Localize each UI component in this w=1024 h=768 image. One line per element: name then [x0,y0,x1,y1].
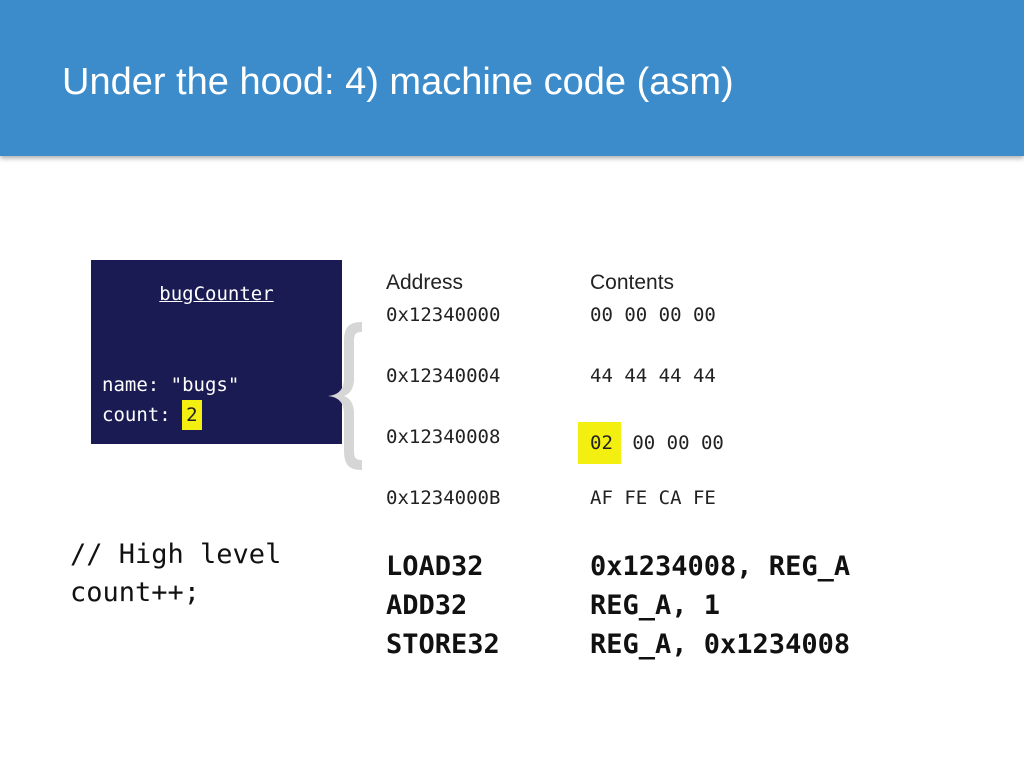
object-field-name: name: "bugs" [102,374,240,396]
count-label: count: [102,404,171,426]
high-level-code: count++; [70,577,201,608]
asm-opcode: LOAD32 [386,551,484,582]
memory-address: 0x12340004 [386,365,501,387]
memory-byte-highlight: 02 [578,422,621,464]
count-value-highlight: 2 [182,400,202,430]
asm-opcode: ADD32 [386,590,468,621]
object-field-count: count: 2 [102,400,202,430]
memory-address: 0x1234000B [386,487,501,509]
object-name: bugCounter [159,283,274,305]
memory-contents: AF FE CA FE [590,487,716,509]
memory-contents: 00 00 00 00 [590,304,716,326]
object-box-bugcounter: bugCounter name: "bugs" count: 2 [91,260,342,444]
memory-contents-rest: 00 00 00 [632,432,724,454]
memory-header-contents: Contents [590,271,675,294]
memory-address: 0x12340000 [386,304,501,326]
slide-header: Under the hood: 4) machine code (asm) [0,0,1024,156]
asm-operands: REG_A, 0x1234008 [590,629,851,660]
asm-operands: REG_A, 1 [590,590,721,621]
memory-contents: 02 00 00 00 [578,422,724,464]
memory-address: 0x12340008 [386,426,501,448]
memory-contents: 44 44 44 44 [590,365,716,387]
asm-operands: 0x1234008, REG_A [590,551,851,582]
curly-brace-icon [318,316,368,476]
high-level-comment: // High level [70,539,282,570]
slide-title: Under the hood: 4) machine code (asm) [62,61,734,103]
asm-opcode: STORE32 [386,629,500,660]
memory-header-address: Address [386,271,464,294]
